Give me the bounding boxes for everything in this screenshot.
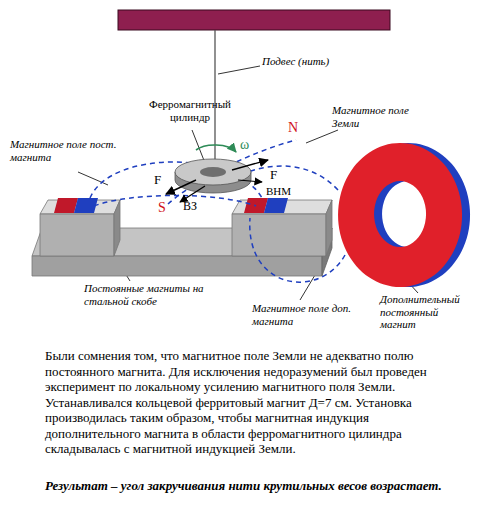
vector-label: F: [270, 168, 284, 183]
ferromagnetic-cylinder: [175, 159, 251, 193]
ring-magnet: [338, 143, 470, 287]
part-name: Магнитное поле Земли: [332, 104, 422, 129]
permanent-magnet: [54, 198, 288, 213]
result-note: Результат – угол закручивания нити крути…: [45, 478, 445, 494]
part-name: Дополнительный постоянный магнит: [380, 293, 474, 331]
leader-line: [78, 172, 108, 185]
vector-label: BЗ: [183, 200, 213, 214]
vector-label: F: [154, 173, 168, 188]
leader-line: [218, 66, 260, 74]
field-line: [90, 140, 345, 282]
leader-line: [306, 130, 338, 143]
force-arrow: [232, 160, 268, 170]
support-bar: [118, 10, 390, 30]
pole-letter: N: [288, 120, 308, 136]
part-name: Ферромагнитный цилиндр: [140, 98, 240, 123]
induction-arrow: [238, 180, 262, 182]
part-name: Магнитное поле пост. магнита: [10, 138, 120, 163]
vector-label: ω: [240, 137, 256, 153]
rotation-arrow: [196, 145, 236, 152]
force-arrow: [166, 180, 196, 194]
part-name: Магнитное поле доп. магнита: [252, 302, 382, 327]
caption-text: Были сомнения том, что магнитное поле Зе…: [45, 348, 440, 457]
part-name: Подвес (нить): [262, 55, 372, 68]
part-name: Постоянные магниты на стальной скобе: [84, 282, 244, 307]
pole-letter: S: [158, 200, 172, 216]
vector-label: BНМ: [266, 185, 306, 198]
